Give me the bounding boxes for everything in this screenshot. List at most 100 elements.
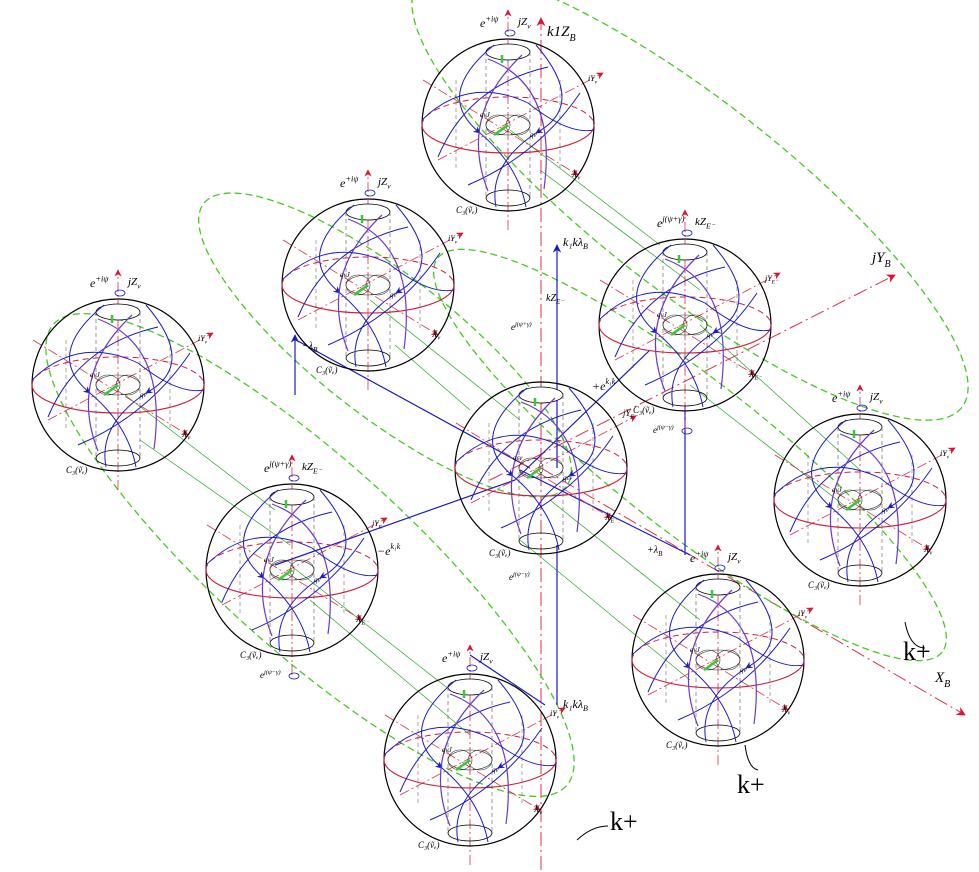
flow-curve [399,701,511,793]
torus-ring [837,489,883,511]
q-label: qν [140,391,148,399]
bottom-cap [695,724,741,742]
c3-label: C₃(ṽₑ) [316,365,337,375]
phase-loop-icon [681,427,693,435]
jy-b-label: jYB [870,250,891,270]
y-label: iYν [550,709,560,720]
flow-curve [492,387,560,551]
equator-front [454,467,628,497]
purple-curve [439,689,485,827]
bottom-cap [662,389,708,407]
callout-leader-3 [576,825,609,841]
z-label: jZν [478,651,493,665]
x-label: Xν [431,329,441,342]
bottom-cap [345,349,391,367]
equator-back [421,96,595,126]
green-spin-arrow [103,383,119,397]
equator-front [773,499,947,529]
q-label: qν [314,576,322,584]
purple-curve [97,318,157,450]
phase-loop-icon [288,474,300,482]
flow-curve [297,226,409,318]
flow-curve [221,511,333,603]
e-phase-bottom-label: ej(ψ−γ) [509,571,530,582]
equator-front [281,284,455,314]
e-phase-label: ej(ψ+γ) [264,460,292,475]
torus-ring [95,374,141,396]
x-label: Xν [533,804,543,817]
z-label: jZν [726,551,741,565]
q-label: qν [390,291,398,299]
green-spin-arrow [353,283,369,297]
purple-curve [337,214,383,352]
torus-ring [662,314,708,336]
z-label: jZν [868,391,883,405]
connectors [274,244,691,706]
equator-front [205,569,379,599]
flow-curve [527,387,596,551]
flow-curve [631,626,805,667]
flow-curve [811,419,879,583]
q-label: qνJ [832,486,843,494]
equator-back [31,356,205,386]
e-phase-label: e+iψ [340,175,359,190]
x-label: Xν [571,169,581,182]
plus-lambda-label: +λB [647,545,663,558]
orbit-left-top [198,192,572,498]
y-label: jYE⁻ [371,519,386,530]
q-label: qνJ [690,646,701,654]
flow-curve [598,291,772,332]
y-label: iYν [198,334,208,345]
e-phase-label: e+iψ [90,275,109,290]
flow-curve [47,326,159,418]
flow-curve [846,419,915,583]
purple-curve [839,433,899,565]
purple-curve [664,258,724,390]
phase-loop-icon [504,29,516,37]
x-label: Xν [923,544,933,557]
green-spin-arrow [455,758,471,772]
z-label: jZν [516,16,531,30]
minus-lambda-label: −λB [302,341,318,354]
c3-label: C₃(ṽₑ) [808,580,829,590]
purple-curve [687,589,733,727]
phase-loop-icon [466,664,478,672]
flow-curve [614,266,726,358]
e-phase-label: ej(ψ+γ) [511,321,532,332]
flow-curve [104,304,173,468]
q-label: qν [492,766,500,774]
purple-curve [520,401,580,533]
q-label: qν [530,131,538,139]
purple-curve [487,58,547,190]
e-phase-label: e+iψ [480,15,499,30]
equator-back [454,439,628,469]
flow-curve [459,44,527,208]
x-b-axis [540,467,966,716]
e-phase-label: ej(ψ+γ) [657,215,685,230]
torus-ring [447,749,493,771]
c3-label: C₃(ṽₑ) [66,465,87,475]
equator-back [205,541,379,571]
local-x-axis [384,714,541,811]
purple-curve [477,54,523,192]
y-label: iYν [588,74,598,85]
flow-curve [421,91,595,132]
phase-loop-icon [114,289,126,297]
flow-curve [243,489,311,653]
flow-curve [69,304,137,468]
bottom-cap [518,532,564,550]
equator-back [631,631,805,661]
x-label: Xν [781,704,791,717]
x-label: XE⁻ [604,512,618,525]
bottom-cap [95,449,141,467]
equator-front [383,759,557,789]
bottom-cap [485,189,531,207]
green-spin-arrow [845,498,861,512]
